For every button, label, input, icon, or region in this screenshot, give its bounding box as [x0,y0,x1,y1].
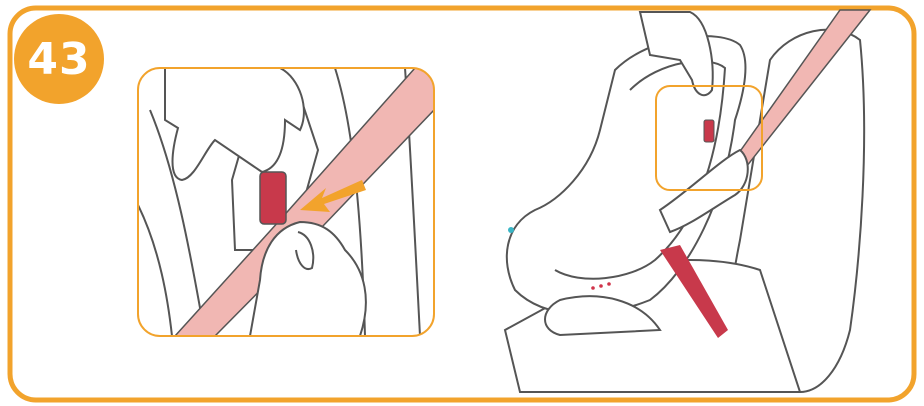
indicator-dot [607,282,611,286]
belt-clip [260,172,286,224]
indicator-dot [508,227,514,233]
step-badge: 43 [14,14,104,104]
step-number: 43 [27,34,90,85]
indicator-dot [591,286,595,290]
indicator-dot [599,284,603,288]
car-seat-illustration [505,10,870,392]
detail-view [138,68,434,336]
belt-clip [704,120,714,142]
